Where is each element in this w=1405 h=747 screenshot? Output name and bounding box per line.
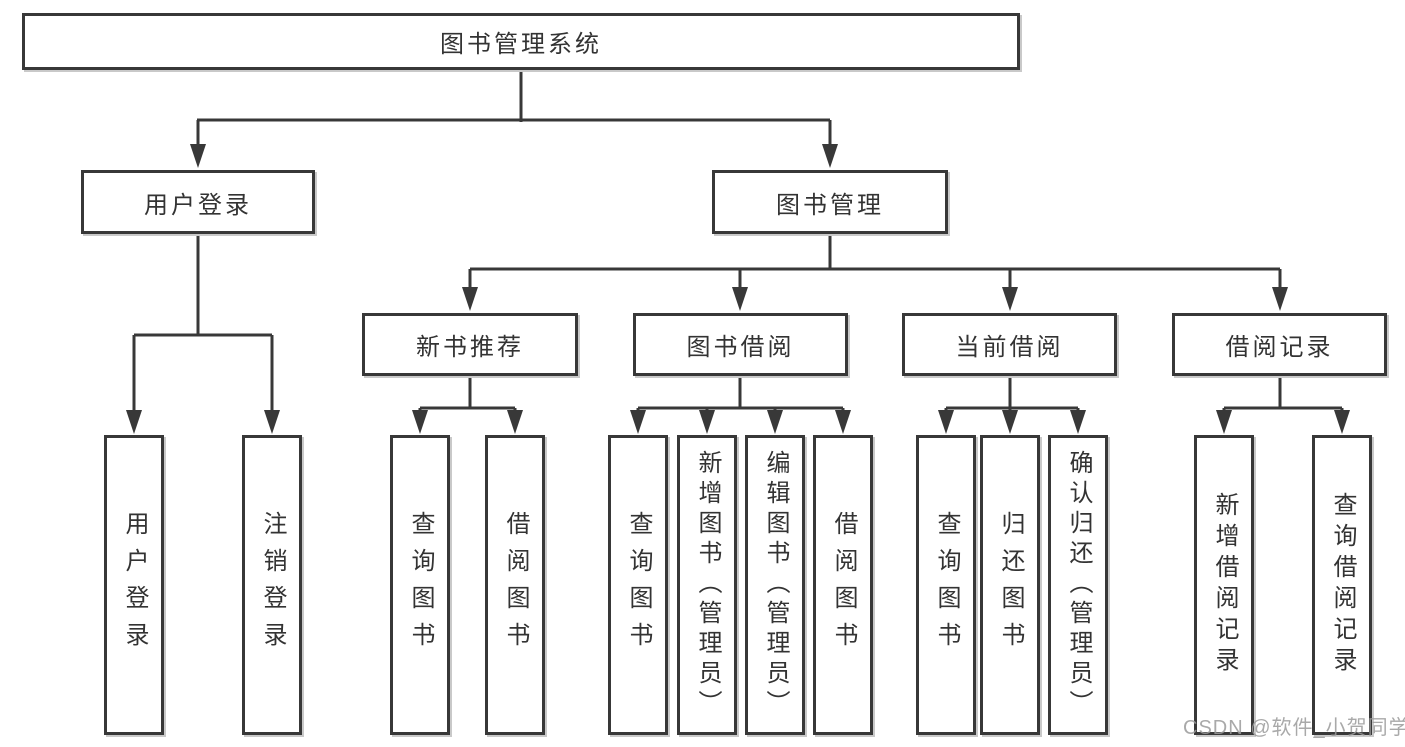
arrow-down-icon xyxy=(732,287,748,311)
leaf-borrowing-edit-books-admin: 编辑图书（管理员） xyxy=(745,435,805,735)
arrow-down-icon xyxy=(938,410,954,434)
arrow-down-icon xyxy=(190,144,206,168)
arrow-down-icon xyxy=(1334,410,1350,434)
arrow-down-icon xyxy=(1216,410,1232,434)
arrow-down-icon xyxy=(507,410,523,434)
leaf-label: 借阅图书 xyxy=(830,511,857,659)
arrow-down-icon xyxy=(699,410,715,434)
node-user-login: 用户登录 xyxy=(81,170,315,234)
node-root-system: 图书管理系统 xyxy=(22,13,1020,70)
leaf-recommend-borrow-books: 借阅图书 xyxy=(485,435,545,735)
leaf-label: 注销登录 xyxy=(259,511,286,659)
arrow-down-icon xyxy=(1002,287,1018,311)
node-book-borrowing: 图书借阅 xyxy=(633,313,848,376)
leaf-label: 查询借阅记录 xyxy=(1329,492,1356,678)
arrow-down-icon xyxy=(1272,287,1288,311)
leaf-label: 查询图书 xyxy=(933,511,960,659)
arrow-down-icon xyxy=(1070,410,1086,434)
leaf-records-search-record: 查询借阅记录 xyxy=(1312,435,1372,735)
node-borrowing-records: 借阅记录 xyxy=(1172,313,1387,376)
arrow-down-icon xyxy=(412,410,428,434)
arrow-down-icon xyxy=(462,287,478,311)
leaf-current-confirm-return-admin: 确认归还（管理员） xyxy=(1048,435,1108,735)
leaf-label: 用户登录 xyxy=(121,511,148,659)
leaf-label: 归还图书 xyxy=(997,511,1024,659)
leaf-label: 查询图书 xyxy=(625,511,652,659)
leaf-label: 编辑图书（管理员） xyxy=(762,450,789,720)
arrow-down-icon xyxy=(767,410,783,434)
leaf-user-login: 用户登录 xyxy=(104,435,164,735)
arrow-down-icon xyxy=(630,410,646,434)
arrow-down-icon xyxy=(126,410,142,434)
arrow-down-icon xyxy=(1002,410,1018,434)
leaf-label: 新增借阅记录 xyxy=(1211,492,1238,678)
leaf-borrowing-borrow-books: 借阅图书 xyxy=(813,435,873,735)
leaf-label: 借阅图书 xyxy=(502,511,529,659)
leaf-borrowing-search-books: 查询图书 xyxy=(608,435,668,735)
node-current-borrowing: 当前借阅 xyxy=(902,313,1117,376)
arrow-down-icon xyxy=(835,410,851,434)
leaf-records-add-record: 新增借阅记录 xyxy=(1194,435,1254,735)
leaf-borrowing-add-books-admin: 新增图书（管理员） xyxy=(677,435,737,735)
leaf-label: 新增图书（管理员） xyxy=(694,450,721,720)
arrow-down-icon xyxy=(264,410,280,434)
leaf-current-return-books: 归还图书 xyxy=(980,435,1040,735)
csdn-watermark: CSDN @软件_小贺同学 xyxy=(1183,717,1405,739)
leaf-logout-login: 注销登录 xyxy=(242,435,302,735)
node-new-book-recommend: 新书推荐 xyxy=(362,313,578,376)
arrow-down-icon xyxy=(822,144,838,168)
leaf-label: 查询图书 xyxy=(407,511,434,659)
leaf-current-search-books: 查询图书 xyxy=(916,435,976,735)
node-book-management: 图书管理 xyxy=(712,170,948,234)
leaf-recommend-search-books: 查询图书 xyxy=(390,435,450,735)
leaf-label: 确认归还（管理员） xyxy=(1065,450,1092,720)
